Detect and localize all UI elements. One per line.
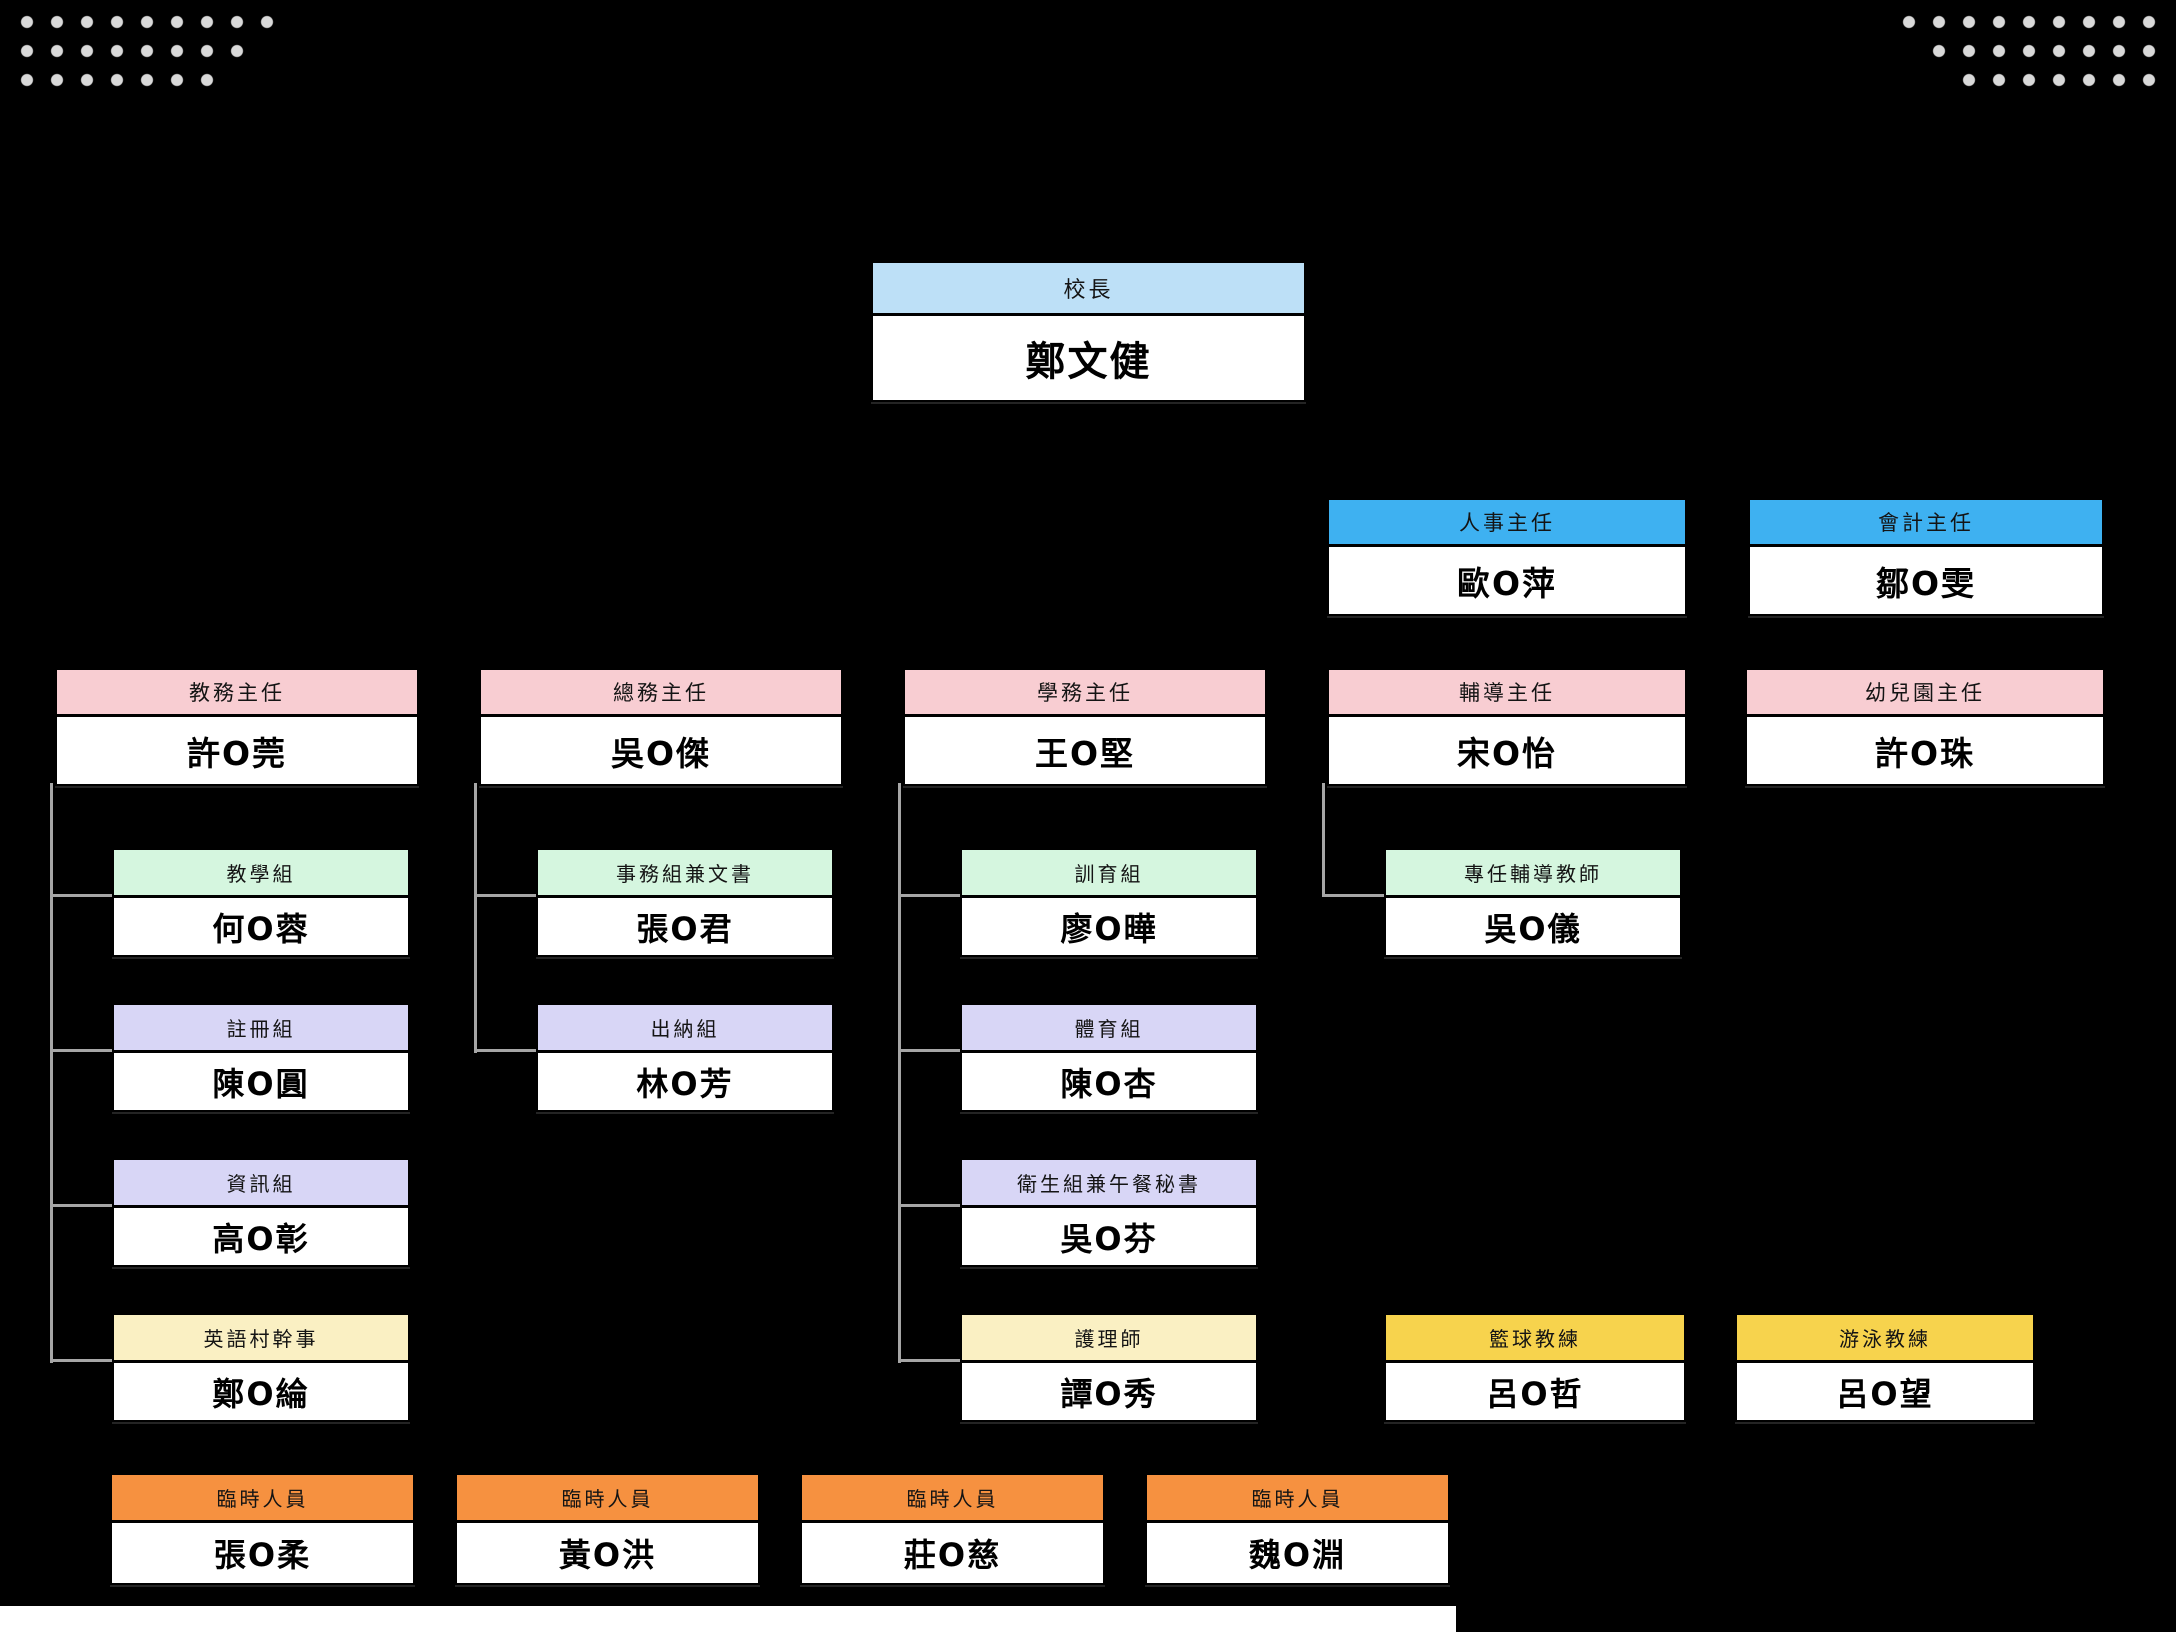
box-discipline-section: 訓育組 廖O曄 (960, 848, 1258, 957)
connector-line (898, 1359, 960, 1362)
box-teaching-section: 教學組 何O蓉 (112, 848, 410, 957)
connector-line (50, 894, 112, 897)
box-title: 人事主任 (1329, 500, 1685, 547)
box-title: 臨時人員 (457, 1475, 758, 1523)
box-title: 教學組 (114, 850, 408, 898)
connector-line (474, 894, 536, 897)
person-name: 張O君 (538, 898, 832, 955)
box-basketball-coach: 籃球教練 呂O哲 (1384, 1313, 1686, 1422)
box-nurse: 護理師 譚O秀 (960, 1313, 1258, 1422)
person-name: 呂O哲 (1386, 1363, 1684, 1420)
person-name: 吳O傑 (481, 717, 841, 784)
box-title: 臨時人員 (112, 1475, 413, 1523)
dot-pattern-top-left (12, 8, 282, 95)
person-name: 陳O圓 (114, 1053, 408, 1110)
box-title: 衛生組兼午餐秘書 (962, 1160, 1256, 1208)
person-name: 林O芳 (538, 1053, 832, 1110)
box-title: 教務主任 (57, 670, 417, 717)
box-title: 註冊組 (114, 1005, 408, 1053)
person-name: 許O珠 (1747, 717, 2103, 784)
box-title: 幼兒園主任 (1747, 670, 2103, 717)
box-general-affairs-director: 總務主任 吳O傑 (479, 668, 843, 786)
box-health-section: 衛生組兼午餐秘書 吳O芬 (960, 1158, 1258, 1267)
connector-line (1322, 783, 1325, 897)
dot-row (12, 66, 222, 95)
box-title: 總務主任 (481, 670, 841, 717)
person-name: 何O蓉 (114, 898, 408, 955)
box-title: 籃球教練 (1386, 1315, 1684, 1363)
person-name: 鄭文健 (873, 316, 1304, 400)
person-name: 宋O怡 (1329, 717, 1685, 784)
person-name: 鄭O綸 (114, 1363, 408, 1420)
connector-line (474, 1049, 536, 1052)
person-name: 譚O秀 (962, 1363, 1256, 1420)
bottom-strip (0, 1606, 1456, 1632)
person-name: 魏O淵 (1147, 1523, 1448, 1583)
dot-row (1924, 37, 2164, 66)
person-name: 吳O芬 (962, 1208, 1256, 1265)
box-cashier-section: 出納組 林O芳 (536, 1003, 834, 1112)
box-kindergarten-director: 幼兒園主任 許O珠 (1745, 668, 2105, 786)
box-accounting-director: 會計主任 鄒O雯 (1748, 498, 2104, 616)
box-title: 出納組 (538, 1005, 832, 1053)
box-principal: 校長 鄭文健 (871, 261, 1306, 402)
connector-line (50, 1049, 112, 1052)
person-name: 鄒O雯 (1750, 547, 2102, 614)
box-temp-staff-4: 臨時人員 魏O淵 (1145, 1473, 1450, 1585)
person-name: 黃O洪 (457, 1523, 758, 1583)
box-pe-section: 體育組 陳O杏 (960, 1003, 1258, 1112)
person-name: 歐O萍 (1329, 547, 1685, 614)
connector-line (50, 783, 53, 1363)
box-title: 資訊組 (114, 1160, 408, 1208)
person-name: 張O柔 (112, 1523, 413, 1583)
box-title: 體育組 (962, 1005, 1256, 1053)
person-name: 陳O杏 (962, 1053, 1256, 1110)
box-title: 事務組兼文書 (538, 850, 832, 898)
box-personnel-director: 人事主任 歐O萍 (1327, 498, 1687, 616)
box-registration-section: 註冊組 陳O圓 (112, 1003, 410, 1112)
box-clerical-section: 事務組兼文書 張O君 (536, 848, 834, 957)
box-full-time-counselor: 專任輔導教師 吳O儀 (1384, 848, 1682, 957)
connector-line (50, 1359, 112, 1362)
dot-row (1954, 66, 2164, 95)
connector-line (898, 1204, 960, 1207)
person-name: 莊O慈 (802, 1523, 1103, 1583)
box-title: 護理師 (962, 1315, 1256, 1363)
box-counseling-director: 輔導主任 宋O怡 (1327, 668, 1687, 786)
box-title: 專任輔導教師 (1386, 850, 1680, 898)
box-swimming-coach: 游泳教練 呂O望 (1735, 1313, 2035, 1422)
box-english-village-officer: 英語村幹事 鄭O綸 (112, 1313, 410, 1422)
box-title: 會計主任 (1750, 500, 2102, 547)
connector-line (1322, 894, 1384, 897)
person-name: 廖O曄 (962, 898, 1256, 955)
person-name: 吳O儀 (1386, 898, 1680, 955)
person-name: 呂O望 (1737, 1363, 2033, 1420)
box-temp-staff-1: 臨時人員 張O柔 (110, 1473, 415, 1585)
box-title: 臨時人員 (1147, 1475, 1448, 1523)
box-temp-staff-2: 臨時人員 黃O洪 (455, 1473, 760, 1585)
box-title: 訓育組 (962, 850, 1256, 898)
dot-row (1894, 8, 2164, 37)
connector-line (898, 894, 960, 897)
box-temp-staff-3: 臨時人員 莊O慈 (800, 1473, 1105, 1585)
dot-row (12, 8, 282, 37)
box-title: 學務主任 (905, 670, 1265, 717)
connector-line (898, 783, 901, 1363)
box-title: 游泳教練 (1737, 1315, 2033, 1363)
person-name: 許O莞 (57, 717, 417, 784)
box-title: 校長 (873, 263, 1304, 316)
connector-line (898, 1049, 960, 1052)
box-title: 輔導主任 (1329, 670, 1685, 717)
box-it-section: 資訊組 高O彰 (112, 1158, 410, 1267)
connector-line (50, 1204, 112, 1207)
person-name: 王O堅 (905, 717, 1265, 784)
connector-line (474, 783, 477, 1053)
box-academic-affairs-director: 教務主任 許O莞 (55, 668, 419, 786)
dot-row (12, 37, 252, 66)
person-name: 高O彰 (114, 1208, 408, 1265)
box-title: 臨時人員 (802, 1475, 1103, 1523)
box-student-affairs-director: 學務主任 王O堅 (903, 668, 1267, 786)
box-title: 英語村幹事 (114, 1315, 408, 1363)
dot-pattern-top-right (1894, 8, 2164, 95)
